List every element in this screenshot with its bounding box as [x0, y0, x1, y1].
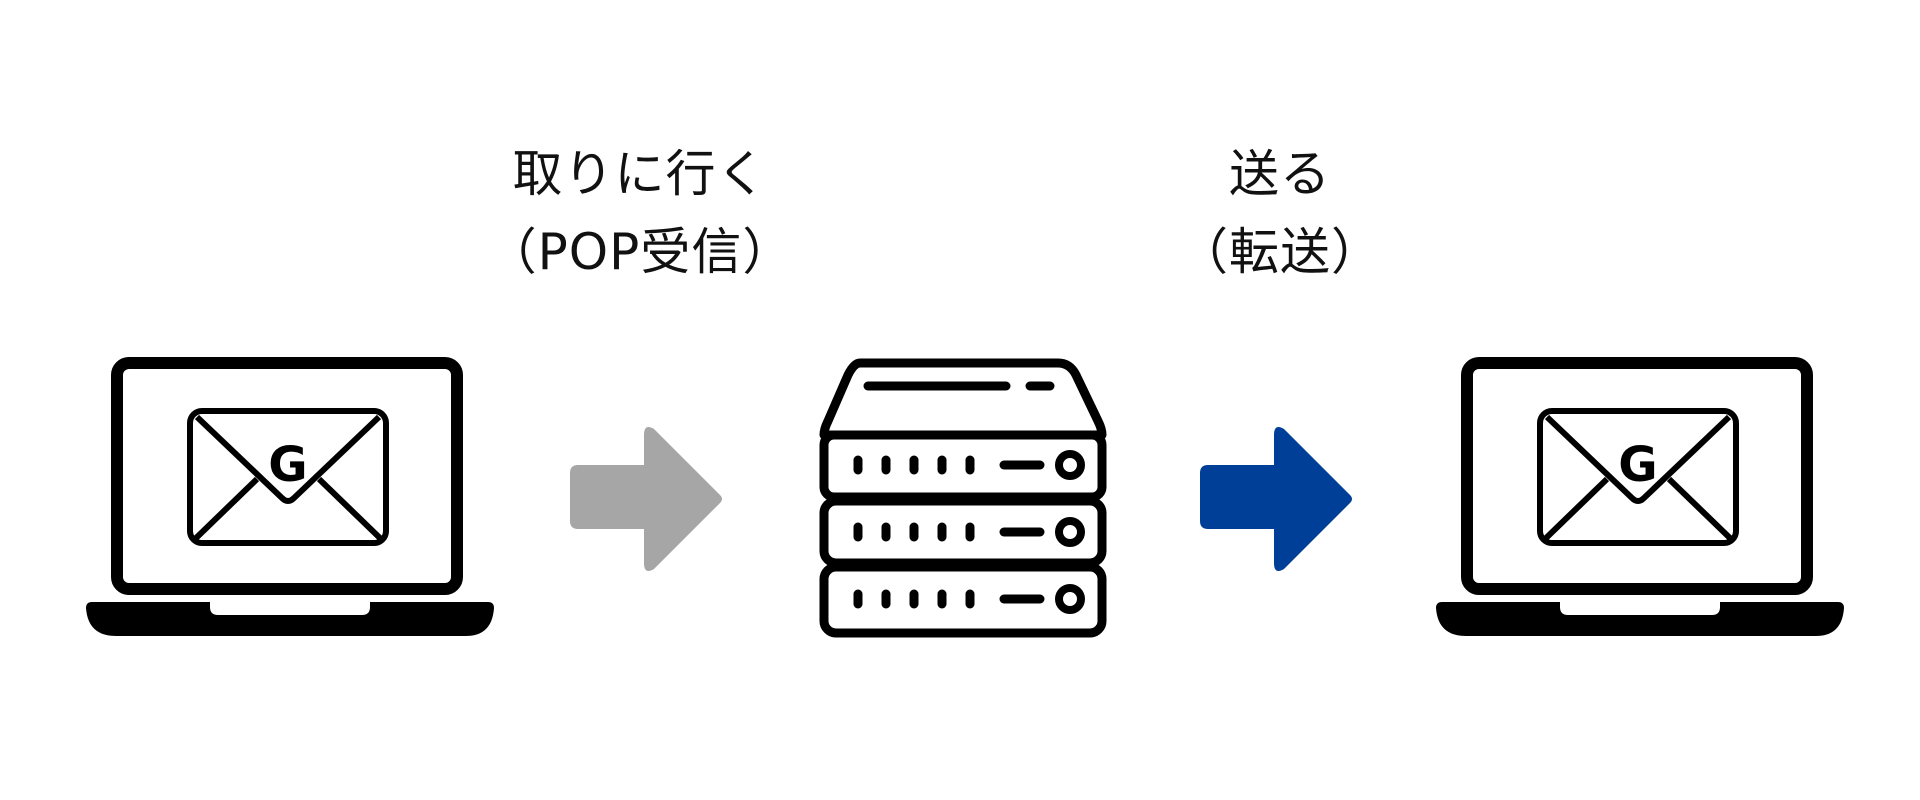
- envelope-letter: G: [1618, 437, 1657, 493]
- label-pop-line1: 取りに行く: [512, 145, 768, 203]
- server-icon: [819, 358, 1107, 638]
- arrow-receive: [568, 425, 728, 571]
- envelope-icon: G: [1537, 408, 1739, 546]
- laptop-icon: G: [1436, 357, 1844, 636]
- label-pop-receive: 取りに行く （POP受信）: [460, 135, 820, 291]
- arrow-right-icon: [1200, 427, 1352, 571]
- label-forward: 送る （転送）: [1140, 135, 1420, 291]
- label-forward-line1: 送る: [1229, 145, 1331, 203]
- arrow-forward: [1198, 425, 1358, 571]
- envelope-icon: G: [187, 408, 389, 546]
- label-forward-line2: （転送）: [1178, 223, 1382, 281]
- laptop-left: G: [80, 355, 500, 645]
- laptop-icon: G: [86, 357, 494, 636]
- envelope-letter: G: [268, 437, 307, 493]
- arrow-right-icon: [570, 427, 722, 571]
- laptop-right: G: [1430, 355, 1850, 645]
- label-pop-line2: （POP受信）: [486, 223, 794, 281]
- server: [818, 355, 1108, 643]
